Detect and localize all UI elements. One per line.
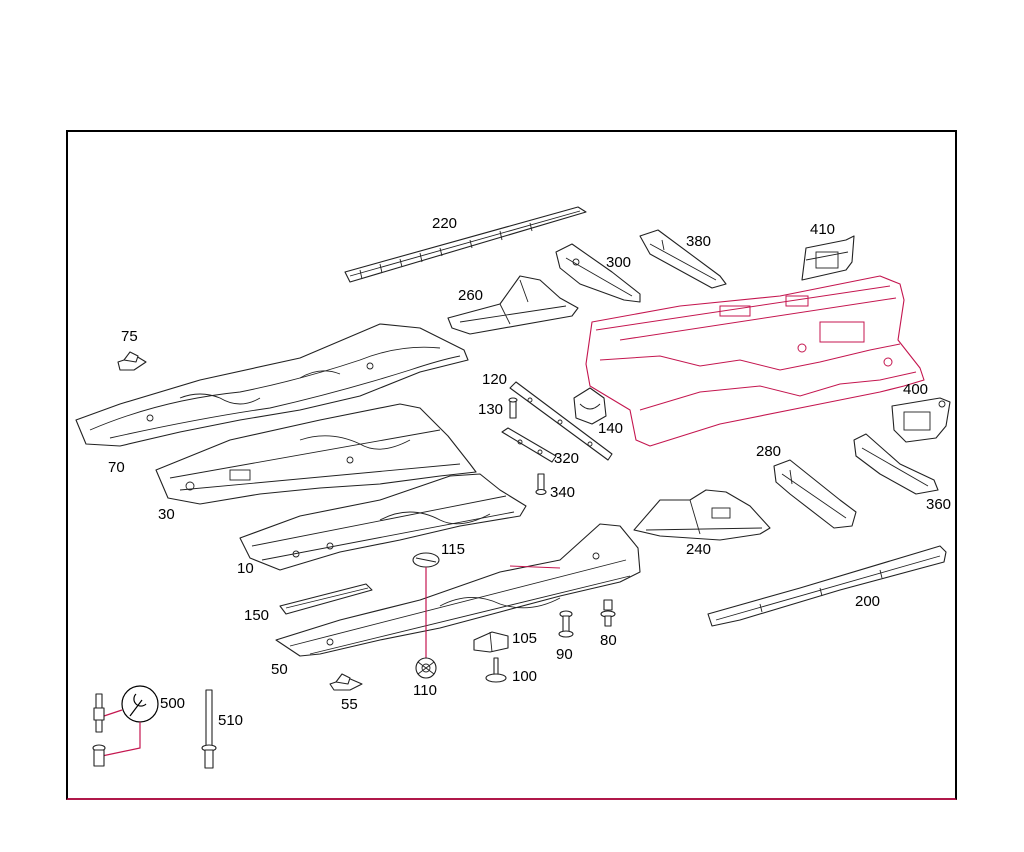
label-320: 320	[554, 450, 580, 467]
part-260-assembly	[447, 275, 579, 335]
part-410-plate	[801, 235, 855, 281]
label-380: 380	[686, 233, 712, 250]
part-280-bracket	[773, 459, 857, 529]
label-510: 510	[218, 712, 244, 729]
part-200-rail	[707, 545, 947, 627]
label-10: 10	[237, 560, 254, 577]
label-100: 100	[512, 668, 538, 685]
part-50-floor-panel	[275, 523, 641, 657]
label-55: 55	[341, 696, 358, 713]
part-500-tool-kit	[92, 685, 159, 767]
label-280: 280	[756, 443, 782, 460]
label-70: 70	[108, 459, 125, 476]
part-75-clip	[117, 351, 147, 371]
label-140: 140	[598, 420, 624, 437]
part-30-floor-pan	[155, 403, 477, 505]
part-130-screw	[508, 397, 518, 419]
part-300-bracket	[555, 243, 641, 303]
label-410: 410	[810, 221, 836, 238]
label-110: 110	[413, 682, 437, 699]
part-150-strip	[279, 583, 373, 615]
label-105: 105	[512, 630, 538, 647]
label-260: 260	[458, 287, 484, 304]
part-340-screw	[535, 473, 547, 496]
part-220-rail	[344, 206, 587, 283]
part-360-bracket	[853, 433, 939, 495]
part-380-bracket	[639, 229, 727, 289]
label-80: 80	[600, 632, 617, 649]
label-360: 360	[926, 496, 952, 513]
label-30: 30	[158, 506, 175, 523]
part-70-floor-panel	[75, 323, 469, 447]
part-90-screw	[558, 610, 574, 638]
part-140-bracket	[573, 387, 607, 425]
label-75: 75	[121, 328, 138, 345]
label-130: 130	[478, 401, 504, 418]
label-240: 240	[686, 541, 712, 558]
part-10-floor-panel	[239, 473, 527, 571]
label-50: 50	[271, 661, 288, 678]
part-115-washer	[412, 552, 440, 662]
label-400: 400	[903, 381, 929, 398]
part-110-washer	[415, 657, 437, 679]
label-300: 300	[606, 254, 632, 271]
diagram-frame	[66, 130, 957, 800]
part-320-plate	[501, 427, 557, 463]
label-150: 150	[244, 607, 270, 624]
part-120-strip	[509, 381, 613, 461]
label-115: 115	[441, 541, 465, 558]
part-400-mount	[891, 397, 951, 443]
part-100-screw	[485, 657, 507, 683]
part-body-floor-assembly	[585, 275, 925, 447]
label-340: 340	[550, 484, 576, 501]
part-80-bolt	[600, 599, 616, 627]
label-200: 200	[855, 593, 881, 610]
part-510-bolt	[201, 689, 217, 769]
part-105-clip	[473, 631, 509, 653]
label-120: 120	[482, 371, 508, 388]
part-240-assembly	[633, 489, 771, 541]
label-500: 500	[160, 695, 186, 712]
label-90: 90	[556, 646, 573, 663]
label-220: 220	[432, 215, 458, 232]
part-55-clip	[329, 673, 363, 691]
